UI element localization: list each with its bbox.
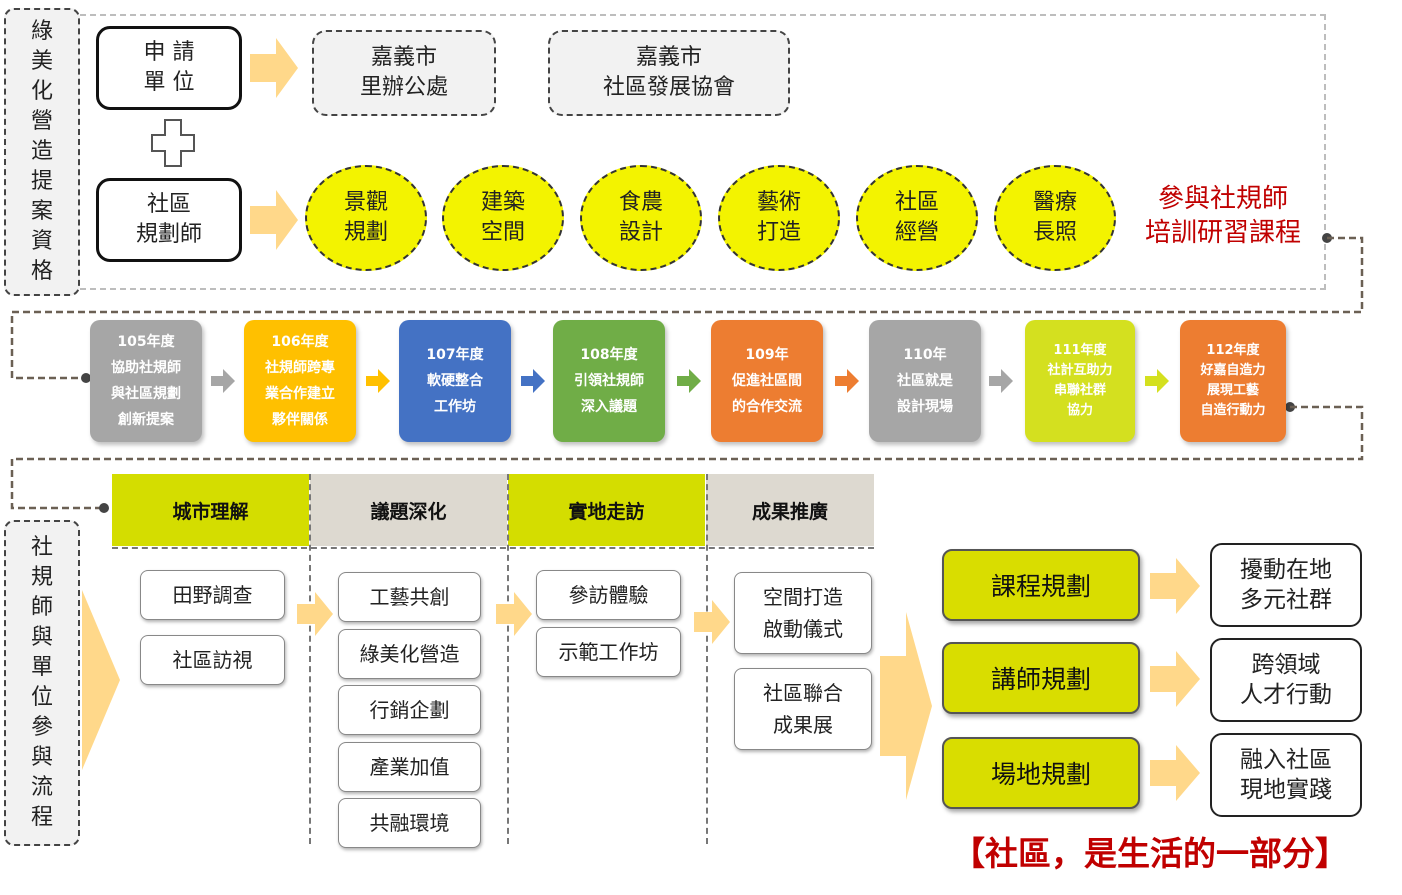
label-char: 與 xyxy=(30,745,53,770)
field-art: 藝術 打造 xyxy=(718,165,840,271)
phase-results-promotion: 成果推廣 xyxy=(706,474,874,546)
label-char: 資 xyxy=(30,229,53,254)
arrow-right-icon xyxy=(1150,558,1200,614)
arrow-right-icon xyxy=(82,590,120,770)
task-industry-value: 產業加值 xyxy=(338,742,481,792)
arrow-right-icon xyxy=(1145,369,1169,393)
year-110-box: 110年 社區就是 設計現場 xyxy=(869,320,981,442)
year-107-box: 107年度 軟硬整合 工作坊 xyxy=(399,320,511,442)
arrow-right-icon xyxy=(1150,651,1200,707)
task-demo-workshop: 示範工作坊 xyxy=(536,627,681,677)
field-landscape: 景觀 規劃 xyxy=(305,165,427,271)
label-char: 營 xyxy=(30,109,53,134)
phase-divider xyxy=(112,547,874,549)
plus-icon xyxy=(151,119,195,167)
year-112-box: 112年度 好嘉自造力 展現工藝 自造行動力 xyxy=(1180,320,1286,442)
plan-venue: 場地規劃 xyxy=(942,737,1140,809)
arrow-right-icon xyxy=(835,369,859,393)
arrow-right-icon xyxy=(694,600,730,644)
task-inclusive-environment: 共融環境 xyxy=(338,798,481,848)
task-greening: 綠美化營造 xyxy=(338,629,481,679)
label-char: 綠 xyxy=(30,19,53,44)
field-architecture: 建築 空間 xyxy=(442,165,564,271)
plan-course: 課程規劃 xyxy=(942,549,1140,621)
phase-issue-deepening: 議題深化 xyxy=(310,474,507,546)
label-char: 規 xyxy=(30,565,53,590)
task-community-visit: 社區訪視 xyxy=(140,635,285,685)
task-field-survey: 田野調查 xyxy=(140,570,285,620)
outcome-onsite-practice: 融入社區 現地實踐 xyxy=(1210,733,1362,817)
planner-box: 社區 規劃師 xyxy=(96,178,242,262)
outcome-cross-domain: 跨領域 人才行動 xyxy=(1210,638,1362,722)
task-marketing: 行銷企劃 xyxy=(338,685,481,735)
label-char: 美 xyxy=(30,49,53,74)
label-char: 化 xyxy=(30,79,53,104)
column-divider xyxy=(507,474,509,844)
phase-field-visit: 實地走訪 xyxy=(508,474,705,546)
outcome-local-communities: 擾動在地 多元社群 xyxy=(1210,543,1362,627)
arrow-right-icon xyxy=(1150,745,1200,801)
arrow-right-icon xyxy=(250,38,298,98)
task-joint-exhibition: 社區聯合 成果展 xyxy=(734,668,872,750)
arrow-right-icon xyxy=(211,369,235,393)
field-food-agriculture: 食農 設計 xyxy=(580,165,702,271)
task-launch-ceremony: 空間打造 啟動儀式 xyxy=(734,572,872,654)
training-course-title: 參與社規師 培訓研習課程 xyxy=(1144,184,1301,248)
label-char: 單 xyxy=(30,655,53,680)
task-craft-cocreation: 工藝共創 xyxy=(338,572,481,622)
label-char: 提 xyxy=(30,169,53,194)
arrow-right-icon xyxy=(250,190,298,250)
arrow-right-icon xyxy=(521,369,545,393)
org-community-association: 嘉義市 社區發展協會 xyxy=(548,30,790,116)
arrow-right-icon xyxy=(677,369,701,393)
org-village-office: 嘉義市 里辦公處 xyxy=(312,30,496,116)
label-char: 格 xyxy=(30,259,53,284)
arrow-right-icon xyxy=(989,369,1013,393)
qualification-label: 綠 美 化 營 造 提 案 資 格 xyxy=(4,8,80,296)
label-char: 社 xyxy=(30,535,53,560)
arrow-right-icon xyxy=(366,369,390,393)
arrow-right-icon xyxy=(297,592,333,636)
label-char: 師 xyxy=(30,595,53,620)
year-111-box: 111年度 社計互助力 串聯社群 協力 xyxy=(1025,320,1135,442)
column-divider xyxy=(706,474,708,844)
arrow-right-icon xyxy=(880,612,932,800)
slogan: 【社區，是生活的一部分】 xyxy=(952,834,1348,873)
year-106-box: 106年度 社規師跨專 業合作建立 夥伴關係 xyxy=(244,320,356,442)
year-109-box: 109年 促進社區間 的合作交流 xyxy=(711,320,823,442)
label-char: 與 xyxy=(30,625,53,650)
label-char: 位 xyxy=(30,685,53,710)
plan-lecturer: 講師規劃 xyxy=(942,642,1140,714)
label-char: 程 xyxy=(30,805,53,830)
field-medical-care: 醫療 長照 xyxy=(994,165,1116,271)
label-char: 流 xyxy=(30,775,53,800)
year-108-box: 108年度 引領社規師 深入議題 xyxy=(553,320,665,442)
arrow-right-icon xyxy=(496,592,532,636)
phase-city-understanding: 城市理解 xyxy=(112,474,309,546)
applicant-box: 申 請 單 位 xyxy=(96,26,242,110)
process-label: 社 規 師 與 單 位 參 與 流 程 xyxy=(4,520,80,846)
task-visit-experience: 參訪體驗 xyxy=(536,570,681,620)
label-char: 案 xyxy=(30,199,53,224)
year-105-box: 105年度 協助社規師 與社區規劃 創新提案 xyxy=(90,320,202,442)
field-community-management: 社區 經營 xyxy=(856,165,978,271)
label-char: 造 xyxy=(30,139,53,164)
label-char: 參 xyxy=(30,715,53,740)
column-divider xyxy=(309,474,311,844)
